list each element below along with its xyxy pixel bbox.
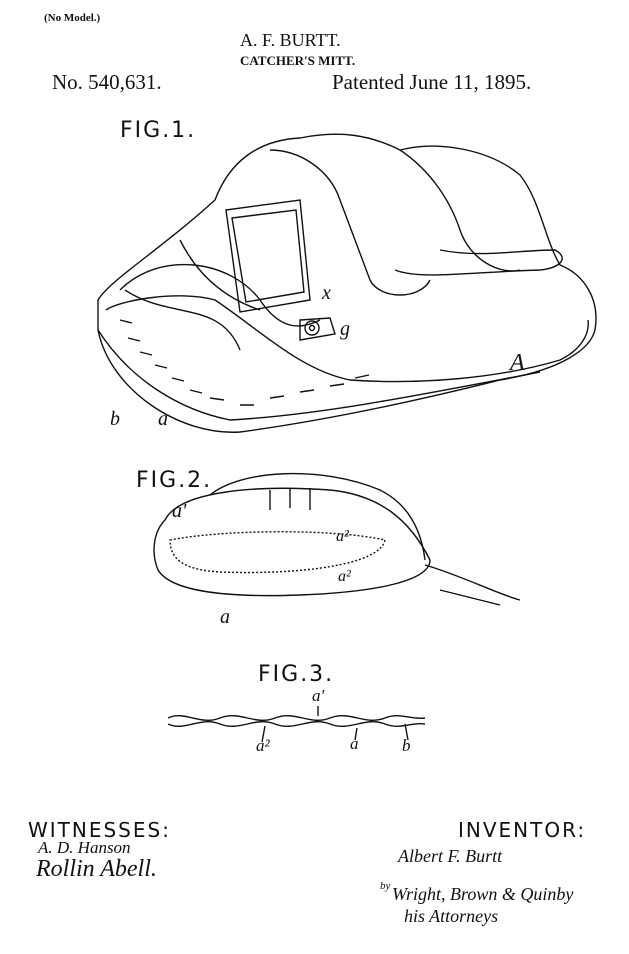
fig3-ref-a2: a² bbox=[256, 736, 270, 755]
patent-title: CATCHER'S MITT. bbox=[240, 53, 356, 68]
fig1-ref-a: a bbox=[158, 408, 168, 430]
fig1-ref-A: A bbox=[510, 350, 525, 376]
attorneys-signature: Wright, Brown & Quinby bbox=[392, 884, 574, 904]
fig1-label: FIG.1. bbox=[120, 118, 197, 143]
fig2-cross-section-drawing bbox=[153, 472, 521, 606]
fig1-ref-g: g bbox=[340, 318, 350, 340]
fig2-ref-a: a bbox=[220, 606, 230, 628]
patent-date: Patented June 11, 1895. bbox=[332, 70, 532, 94]
fig3-seam-detail-drawing bbox=[167, 706, 426, 743]
fig3-ref-a-prime: a' bbox=[312, 686, 325, 705]
inventor-signature: Albert F. Burtt bbox=[398, 846, 503, 866]
model-note: (No Model.) bbox=[44, 12, 101, 24]
fig1-ref-x: x bbox=[322, 282, 331, 304]
inventor-name-heading: A. F. BURTT. bbox=[240, 30, 341, 50]
fig3-ref-b: b bbox=[402, 736, 411, 755]
fig1-ref-b: b bbox=[110, 408, 120, 430]
fig3-ref-a: a bbox=[350, 734, 359, 753]
fig2-ref-a2-top: a² bbox=[336, 528, 349, 545]
attorneys-role: his Attorneys bbox=[404, 906, 499, 926]
inventor-label: INVENTOR: bbox=[458, 818, 587, 842]
fig2-ref-a-prime: a' bbox=[172, 500, 187, 522]
fig3-label: FIG.3. bbox=[258, 662, 335, 687]
patent-number: No. 540,631. bbox=[52, 70, 162, 94]
fig2-ref-a2-bottom: a² bbox=[338, 568, 351, 585]
witnesses-label: WITNESSES: bbox=[28, 818, 171, 842]
witness-2-signature: Rollin Abell. bbox=[36, 856, 157, 882]
witness-1-signature: A. D. Hanson bbox=[38, 838, 131, 857]
fig1-catchers-mitt-drawing bbox=[97, 133, 597, 433]
fig2-label: FIG.2. bbox=[136, 468, 213, 493]
attorneys-by: by bbox=[380, 880, 391, 892]
